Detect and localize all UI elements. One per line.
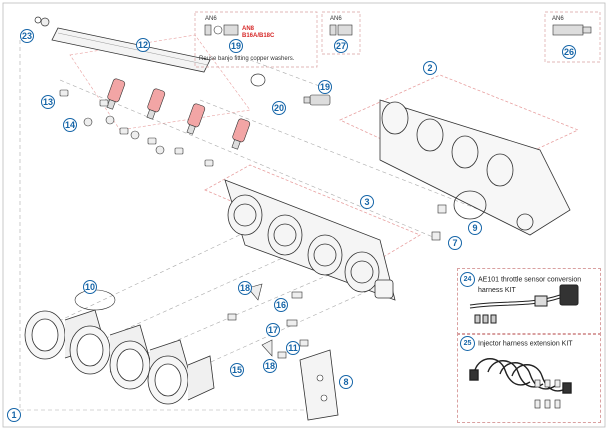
svg-text:20: 20 <box>274 103 284 113</box>
svg-text:1: 1 <box>11 410 16 420</box>
guide-lines <box>19 40 481 411</box>
kit24-box <box>457 268 601 335</box>
svg-text:12: 12 <box>138 40 148 50</box>
svg-text:16: 16 <box>276 300 286 310</box>
svg-text:27: 27 <box>336 41 346 51</box>
callout-1: 1 <box>7 408 21 422</box>
callout-27: 27 <box>334 39 348 53</box>
callout-13: 13 <box>41 95 55 109</box>
svg-text:8: 8 <box>343 377 348 387</box>
kit24-number: 24 <box>460 272 475 287</box>
kit24-harness <box>469 284 579 324</box>
fitting-19 <box>303 94 331 106</box>
callout-26: 26 <box>562 45 576 59</box>
svg-text:26: 26 <box>564 47 574 57</box>
an6-label-left: AN6 <box>205 16 217 22</box>
fuel-rail <box>34 16 211 73</box>
callout-19b: 19 <box>318 80 332 94</box>
svg-text:15: 15 <box>232 365 242 375</box>
intake-manifold <box>379 99 571 236</box>
svg-text:3: 3 <box>364 197 369 207</box>
svg-text:23: 23 <box>22 31 32 41</box>
kit25-number: 25 <box>460 336 475 351</box>
inset-fittings <box>204 24 592 36</box>
an6-label-mid: AN6 <box>330 16 342 22</box>
throttle-projection-box <box>204 164 421 263</box>
velocity-stacks <box>24 309 215 405</box>
svg-text:10: 10 <box>85 282 95 292</box>
callout-12: 12 <box>136 38 150 52</box>
stack-gasket <box>74 289 116 311</box>
rail-bolts <box>59 89 214 167</box>
callout-8: 8 <box>339 375 353 389</box>
callout-7: 7 <box>448 236 462 250</box>
fitting-small <box>437 204 447 214</box>
callout-17: 17 <box>266 323 280 337</box>
callout-20: 20 <box>272 101 286 115</box>
copper-washer <box>250 73 266 87</box>
callout-18b: 18 <box>263 359 277 373</box>
injectors <box>106 78 251 150</box>
callout-10: 10 <box>83 280 97 294</box>
kit24-title-line1: AE101 throttle sensor conversion <box>478 276 582 284</box>
callout-11: 11 <box>286 341 300 355</box>
callout-16: 16 <box>274 298 288 312</box>
fitting-small <box>431 231 441 241</box>
callout-markers: 23 12 13 14 19 27 26 2 19 20 3 9 7 10 18… <box>7 29 576 422</box>
callout-15: 15 <box>230 363 244 377</box>
svg-text:2: 2 <box>427 63 432 73</box>
callout-23: 23 <box>20 29 34 43</box>
kit25-box <box>457 333 601 423</box>
callout-18a: 18 <box>238 281 252 295</box>
kit24-title-line2: harness KIT <box>478 287 516 294</box>
inset-an6-right-box <box>544 11 601 63</box>
throttle-bodies <box>224 179 396 301</box>
svg-text:18: 18 <box>240 283 250 293</box>
svg-text:17: 17 <box>268 325 278 335</box>
svg-text:19: 19 <box>231 41 241 51</box>
inset-an8-box <box>194 11 318 68</box>
svg-text:14: 14 <box>65 120 75 130</box>
washer-note: Reuse banjo fitting copper washers. <box>199 56 295 62</box>
an8-red-label: AN8 <box>242 26 255 32</box>
an6-label-right: AN6 <box>552 16 564 22</box>
gasket-ring <box>453 190 487 220</box>
callout-14: 14 <box>63 118 77 132</box>
svg-text:18: 18 <box>265 361 275 371</box>
svg-text:11: 11 <box>288 343 298 353</box>
callout-2: 2 <box>423 61 437 75</box>
svg-text:19: 19 <box>320 82 330 92</box>
callout-19a: 19 <box>229 39 243 53</box>
kit25-title-text: Injector harness extension KIT <box>478 340 573 348</box>
callout-3: 3 <box>360 195 374 209</box>
kit25-harness <box>469 358 572 409</box>
svg-text:13: 13 <box>43 97 53 107</box>
callout-9: 9 <box>468 221 482 235</box>
svg-text:9: 9 <box>472 223 477 233</box>
bracket <box>299 349 339 421</box>
svg-text:7: 7 <box>452 238 457 248</box>
engine-red-label: B16A/B18C <box>242 33 275 39</box>
